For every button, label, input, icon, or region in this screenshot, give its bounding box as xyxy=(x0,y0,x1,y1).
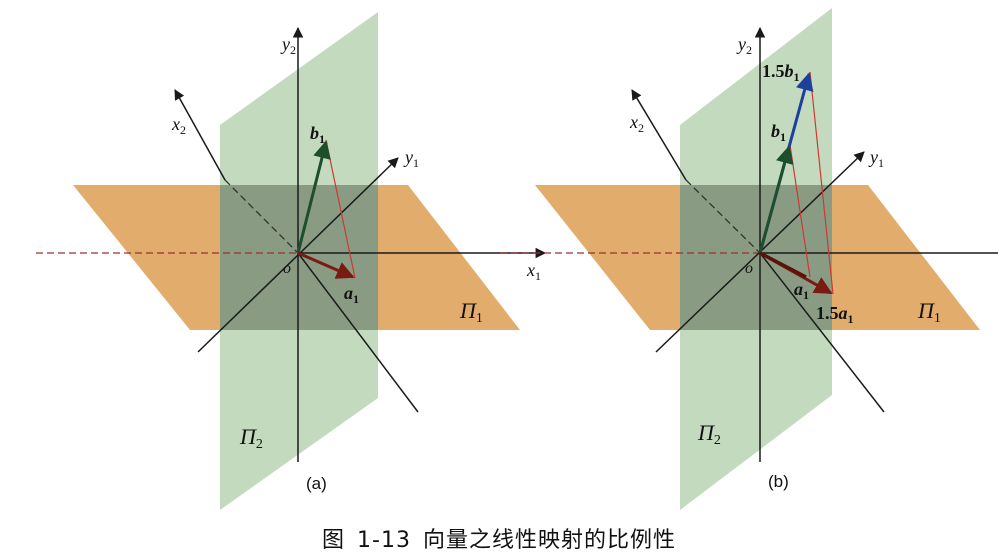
y2-axis-label-a: y2 xyxy=(280,34,296,57)
plane-pi1-label-a: Π1 xyxy=(459,298,483,326)
caption-number: 1-13 xyxy=(357,528,411,553)
vector-b1-b xyxy=(758,145,794,254)
vector-15a1-label-b: 1.5a1 xyxy=(816,303,854,326)
y1-axis-label-a: y1 xyxy=(403,147,419,170)
vector-a1-label-a: a1 xyxy=(344,283,359,306)
x2-axis-label-a: x2 xyxy=(171,114,186,137)
plane-overlap-a xyxy=(220,185,378,330)
figure-canvas: y2 x2 y1 x1 b1 a1 o Π1 Π2 (a) xyxy=(36,8,998,510)
vector-b1-label-a: b1 xyxy=(310,123,325,146)
vector-15b1-label-b: 1.5b1 xyxy=(762,61,800,84)
origin-label-a: o xyxy=(283,260,291,277)
vector-a1-b xyxy=(759,251,807,279)
vector-b1-label-b: b1 xyxy=(771,121,786,144)
origin-label-b: o xyxy=(745,260,753,277)
guide-b1-a1-b xyxy=(789,144,811,278)
vector-b1-a xyxy=(296,140,331,254)
caption-prefix: 图 xyxy=(322,528,346,553)
x2-axis-hidden-a xyxy=(224,179,299,254)
panel-tag-a: (a) xyxy=(306,474,327,493)
x2-axis-front-a xyxy=(297,252,419,413)
x2-axis-hidden-b xyxy=(685,179,761,254)
guide-b1-a1-a xyxy=(325,139,356,279)
x1-axis-label-a: x1 xyxy=(526,260,541,283)
panel-tag-b: (b) xyxy=(768,472,789,491)
panel-a: y2 x2 y1 x1 b1 a1 o Π1 Π2 (a) xyxy=(36,12,547,510)
x2-axis-b xyxy=(631,89,687,181)
vector-a1-label-b: a1 xyxy=(794,279,809,302)
x2-axis-a xyxy=(174,89,226,181)
panel-b: y2 x2 y1 1.5b1 b1 a1 1.5a1 o Π1 Π2 (b) xyxy=(500,8,998,510)
caption-title: 向量之线性映射的比例性 xyxy=(422,528,676,553)
plane-pi2-label-b: Π2 xyxy=(697,420,721,448)
vector-a1-a xyxy=(297,251,355,279)
guide-15b1-15a1-b xyxy=(809,71,834,295)
figure-caption: 图 1-13 向量之线性映射的比例性 xyxy=(0,522,998,554)
plane-overlap-b xyxy=(680,185,832,330)
x2-axis-label-b: x2 xyxy=(629,112,644,135)
x2-axis-front-b xyxy=(759,252,885,413)
y2-axis-label-b: y2 xyxy=(736,34,752,57)
plane-pi1-label-b: Π1 xyxy=(917,298,941,326)
plane-pi2-label-a: Π2 xyxy=(239,424,263,452)
y1-axis-label-b: y1 xyxy=(868,147,884,170)
